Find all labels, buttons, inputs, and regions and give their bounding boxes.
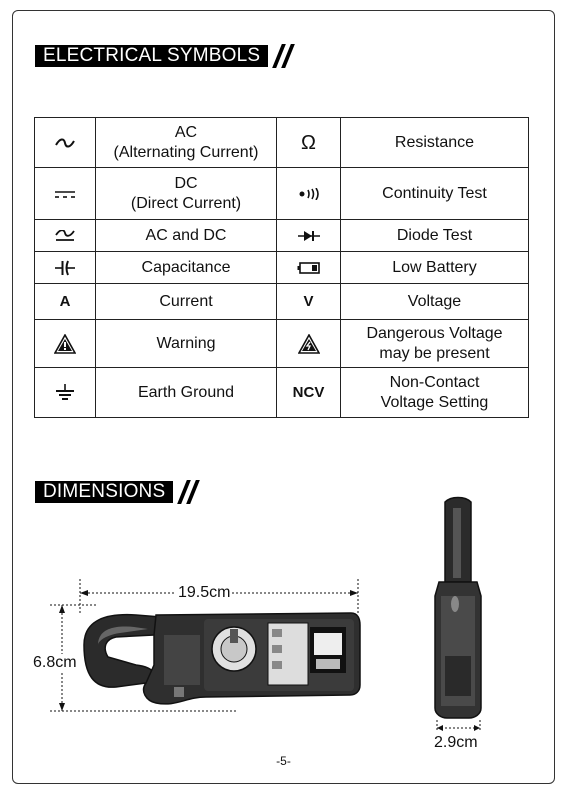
voltage-symbol: V [277,284,341,320]
table-row: AC and DC Diode Test [35,220,529,252]
danger-voltage-icon [277,320,341,368]
warning-icon [35,320,96,368]
table-row: Warning Dangerous Voltage may be present [35,320,529,368]
capacitor-icon [35,252,96,284]
section-title: DIMENSIONS [35,481,173,503]
dc-icon [35,168,96,220]
page-number: -5- [0,754,567,768]
symbol-label: Low Battery [341,252,529,284]
omega-icon: Ω [277,118,341,168]
section-header-dimensions: DIMENSIONS [35,481,195,503]
length-dimension: 19.5cm [176,584,232,602]
table-row: Earth Ground NCV Non-Contact Voltage Set… [35,368,529,418]
symbol-label: Earth Ground [96,368,277,418]
slash-decoration [272,44,290,68]
ac-dc-icon [35,220,96,252]
table-row: DC (Direct Current) Continuity Test [35,168,529,220]
earth-ground-icon [35,368,96,418]
symbols-table: AC (Alternating Current) Ω Resistance DC… [34,117,529,418]
battery-icon [277,252,341,284]
symbol-label: Dangerous Voltage may be present [341,320,529,368]
table-row: Capacitance Low Battery [35,252,529,284]
symbol-label: Resistance [341,118,529,168]
continuity-icon [277,168,341,220]
symbol-label: Capacitance [96,252,277,284]
symbol-label: Voltage [341,284,529,320]
table-row: AC (Alternating Current) Ω Resistance [35,118,529,168]
symbol-label: AC and DC [96,220,277,252]
section-header-symbols: ELECTRICAL SYMBOLS [35,45,290,67]
section-title: ELECTRICAL SYMBOLS [35,45,268,67]
diode-icon [277,220,341,252]
height-dimension: 6.8cm [33,654,77,672]
table-row: A Current V Voltage [35,284,529,320]
symbol-label: AC (Alternating Current) [96,118,277,168]
depth-dimension: 2.9cm [434,734,478,752]
symbol-label: Diode Test [341,220,529,252]
slash-decoration [177,480,195,504]
ncv-symbol: NCV [277,368,341,418]
symbol-label: Warning [96,320,277,368]
symbol-label: Non-Contact Voltage Setting [341,368,529,418]
clamp-meter-side-illustration [425,496,495,736]
symbol-label: DC (Direct Current) [96,168,277,220]
current-symbol: A [35,284,96,320]
symbol-label: Current [96,284,277,320]
symbol-label: Continuity Test [341,168,529,220]
ac-wave-icon [35,118,96,168]
